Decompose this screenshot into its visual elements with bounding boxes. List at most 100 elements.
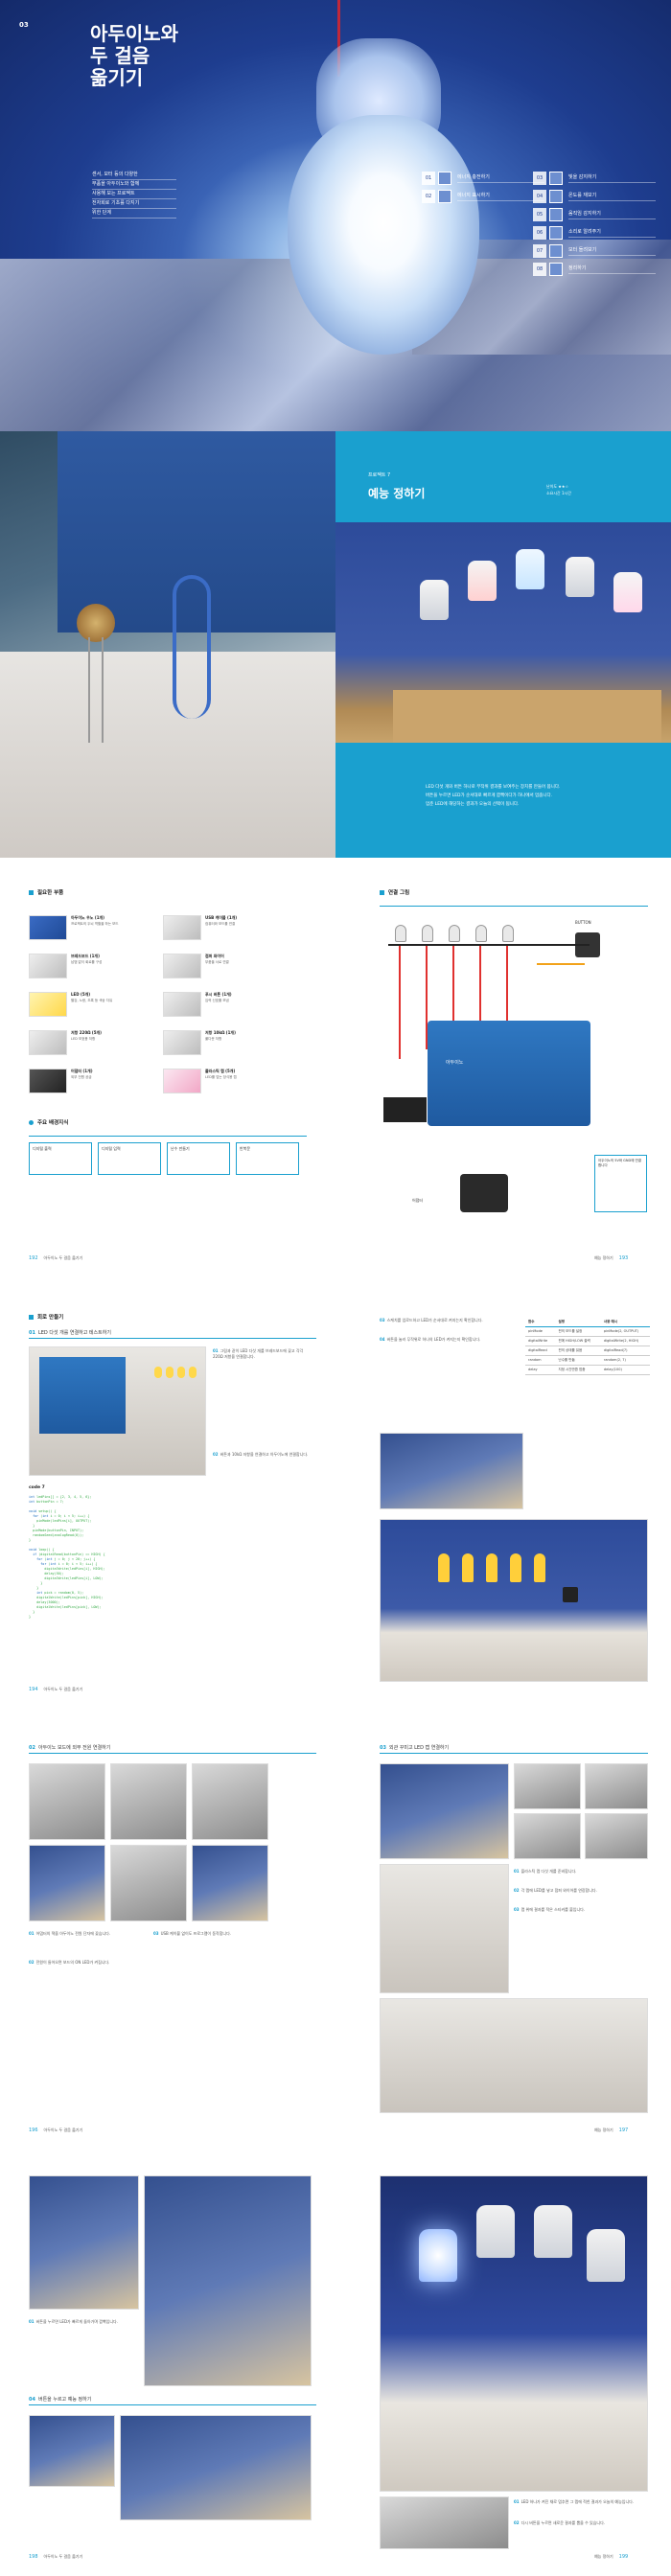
make-header-text: 회로 만들기 <box>37 1315 64 1321</box>
toc-label: 정리하기 <box>568 264 656 274</box>
toc-item[interactable]: 04 온도를 재보기 <box>533 187 656 205</box>
toc-item[interactable]: 05 움직임 감지하기 <box>533 205 656 223</box>
header-rule <box>380 906 648 907</box>
step-text: 버튼과 10kΩ 저항을 연결하고 아두이노에 연결합니다. <box>220 1452 309 1457</box>
page-number: 194 <box>29 1687 38 1692</box>
step-number: 02 <box>29 1960 35 1965</box>
toc-item[interactable]: 02 에너지 표시하기 <box>422 187 544 205</box>
glowing-cap-image <box>419 2229 457 2282</box>
table-cell: 지정 시간만큼 멈춤 <box>555 1365 601 1375</box>
summary-line: 버튼을 누르면 LED가 순서대로 빠르게 깜빡이다가 하나에서 멈춥니다. <box>426 794 553 798</box>
toc-item[interactable]: 01 에너지 충전하기 <box>422 169 544 187</box>
red-wire <box>399 944 401 1059</box>
led-cap-image <box>566 557 594 597</box>
red-wire <box>479 944 481 1030</box>
folio-title: 예능 정하기 <box>594 1255 613 1260</box>
led-cap-image <box>420 580 449 620</box>
schematic-led <box>449 925 460 942</box>
led-image <box>438 1553 450 1582</box>
tools-header: 주요 배경지식 <box>29 1118 68 1126</box>
chapter-title-line: 옮기기 <box>90 66 144 89</box>
toc-item[interactable]: 08 정리하기 <box>533 260 656 278</box>
caps-board-photo <box>29 2175 139 2310</box>
button-label: BUTTON <box>575 920 591 925</box>
step-text: 캡 위에 결과를 적은 스티커를 붙입니다. <box>521 1907 586 1912</box>
toc-item[interactable]: 03 빛을 감지하기 <box>533 169 656 187</box>
step-number: 01 <box>514 1869 520 1874</box>
led-image <box>534 1553 545 1582</box>
project-meta-line: 난이도 ★★☆ <box>546 484 569 489</box>
step-text: 어댑터의 잭을 아두이노 전원 단자에 꽂습니다. <box>35 1931 111 1936</box>
led-cap-image <box>468 561 497 601</box>
part-desc: 프로젝트의 두뇌 역할을 하는 보드 <box>71 922 119 926</box>
schematic-led <box>502 925 514 942</box>
led-image <box>154 1367 162 1378</box>
upload-photo <box>380 1433 523 1509</box>
toc-label: 모터 돌려보기 <box>568 246 656 256</box>
part-desc: 컴퓨터와 보드를 연결 <box>205 922 236 926</box>
led-image <box>486 1553 497 1582</box>
cap-led-photo <box>585 1813 648 1859</box>
part-item: USB 케이블 (1개) 컴퓨터와 보드를 연결 <box>163 915 297 944</box>
step-number: 01 <box>514 2499 520 2504</box>
schematic-arduino <box>428 1021 590 1126</box>
page-number: 198 <box>29 2554 38 2560</box>
arduino-board-image <box>58 431 336 632</box>
ice-heart-image <box>288 115 479 355</box>
toc-label: 빛을 감지하기 <box>568 173 656 183</box>
blue-wire <box>173 575 211 719</box>
part-thumbnail <box>29 992 67 1017</box>
part-desc: 납땜 없이 회로를 구성 <box>71 960 103 964</box>
sensor-leg <box>102 637 104 743</box>
cap-image <box>534 2205 572 2258</box>
part-thumbnail <box>29 1069 67 1093</box>
button-press-photo <box>29 2415 115 2487</box>
board-photo <box>29 1845 105 1921</box>
step-text: 전원이 들어오면 보드의 ON LED가 켜집니다. <box>35 1960 110 1965</box>
cap-empty-photo <box>514 1813 581 1859</box>
toc-label: 온도를 재보기 <box>568 192 656 201</box>
toc-item[interactable]: 06 소리로 알려주기 <box>533 223 656 242</box>
toc-thumbnail <box>549 171 563 185</box>
tool-card: 디지털 출력 <box>29 1142 92 1175</box>
table-cell: random <box>525 1355 556 1366</box>
description-line: 위한 단계 <box>92 209 176 218</box>
toc-label: 에너지 충전하기 <box>457 173 544 183</box>
part-thumbnail <box>29 954 67 978</box>
part-item: 아두이노 우노 (1개) 프로젝트의 두뇌 역할을 하는 보드 <box>29 915 163 944</box>
toc-number: 08 <box>533 262 546 276</box>
plug-photo <box>192 1763 268 1840</box>
toc-right: 03 빛을 감지하기 04 온도를 재보기 05 움직임 감지하기 06 소리로… <box>533 169 656 278</box>
led-image <box>177 1367 185 1378</box>
page-number: 199 <box>618 2554 629 2560</box>
toc-number: 07 <box>533 243 546 258</box>
description-line: 전자회로 기초를 다지기 <box>92 199 176 209</box>
part-thumbnail <box>29 1030 67 1055</box>
part-name: 아두이노 우노 (1개) <box>71 915 104 920</box>
caps-overview-photo <box>144 2175 312 2386</box>
toc-item[interactable]: 07 모터 돌려보기 <box>533 242 656 260</box>
project-footer-bar <box>336 743 671 858</box>
toc-thumbnail <box>549 207 563 221</box>
part-name: USB 케이블 (1개) <box>205 915 238 920</box>
table-cell: 핀의 상태를 읽음 <box>555 1346 601 1356</box>
part-desc: LED를 덮는 장식용 캡 <box>205 1075 237 1079</box>
chapter-title: 아두이노와 두 걸음 옮기기 <box>90 23 178 89</box>
parts-header-text: 필요한 부품 <box>37 890 64 896</box>
adapter-label: 어댑터 <box>412 1198 424 1203</box>
part-name: 플라스틱 캡 (5개) <box>205 1069 236 1073</box>
